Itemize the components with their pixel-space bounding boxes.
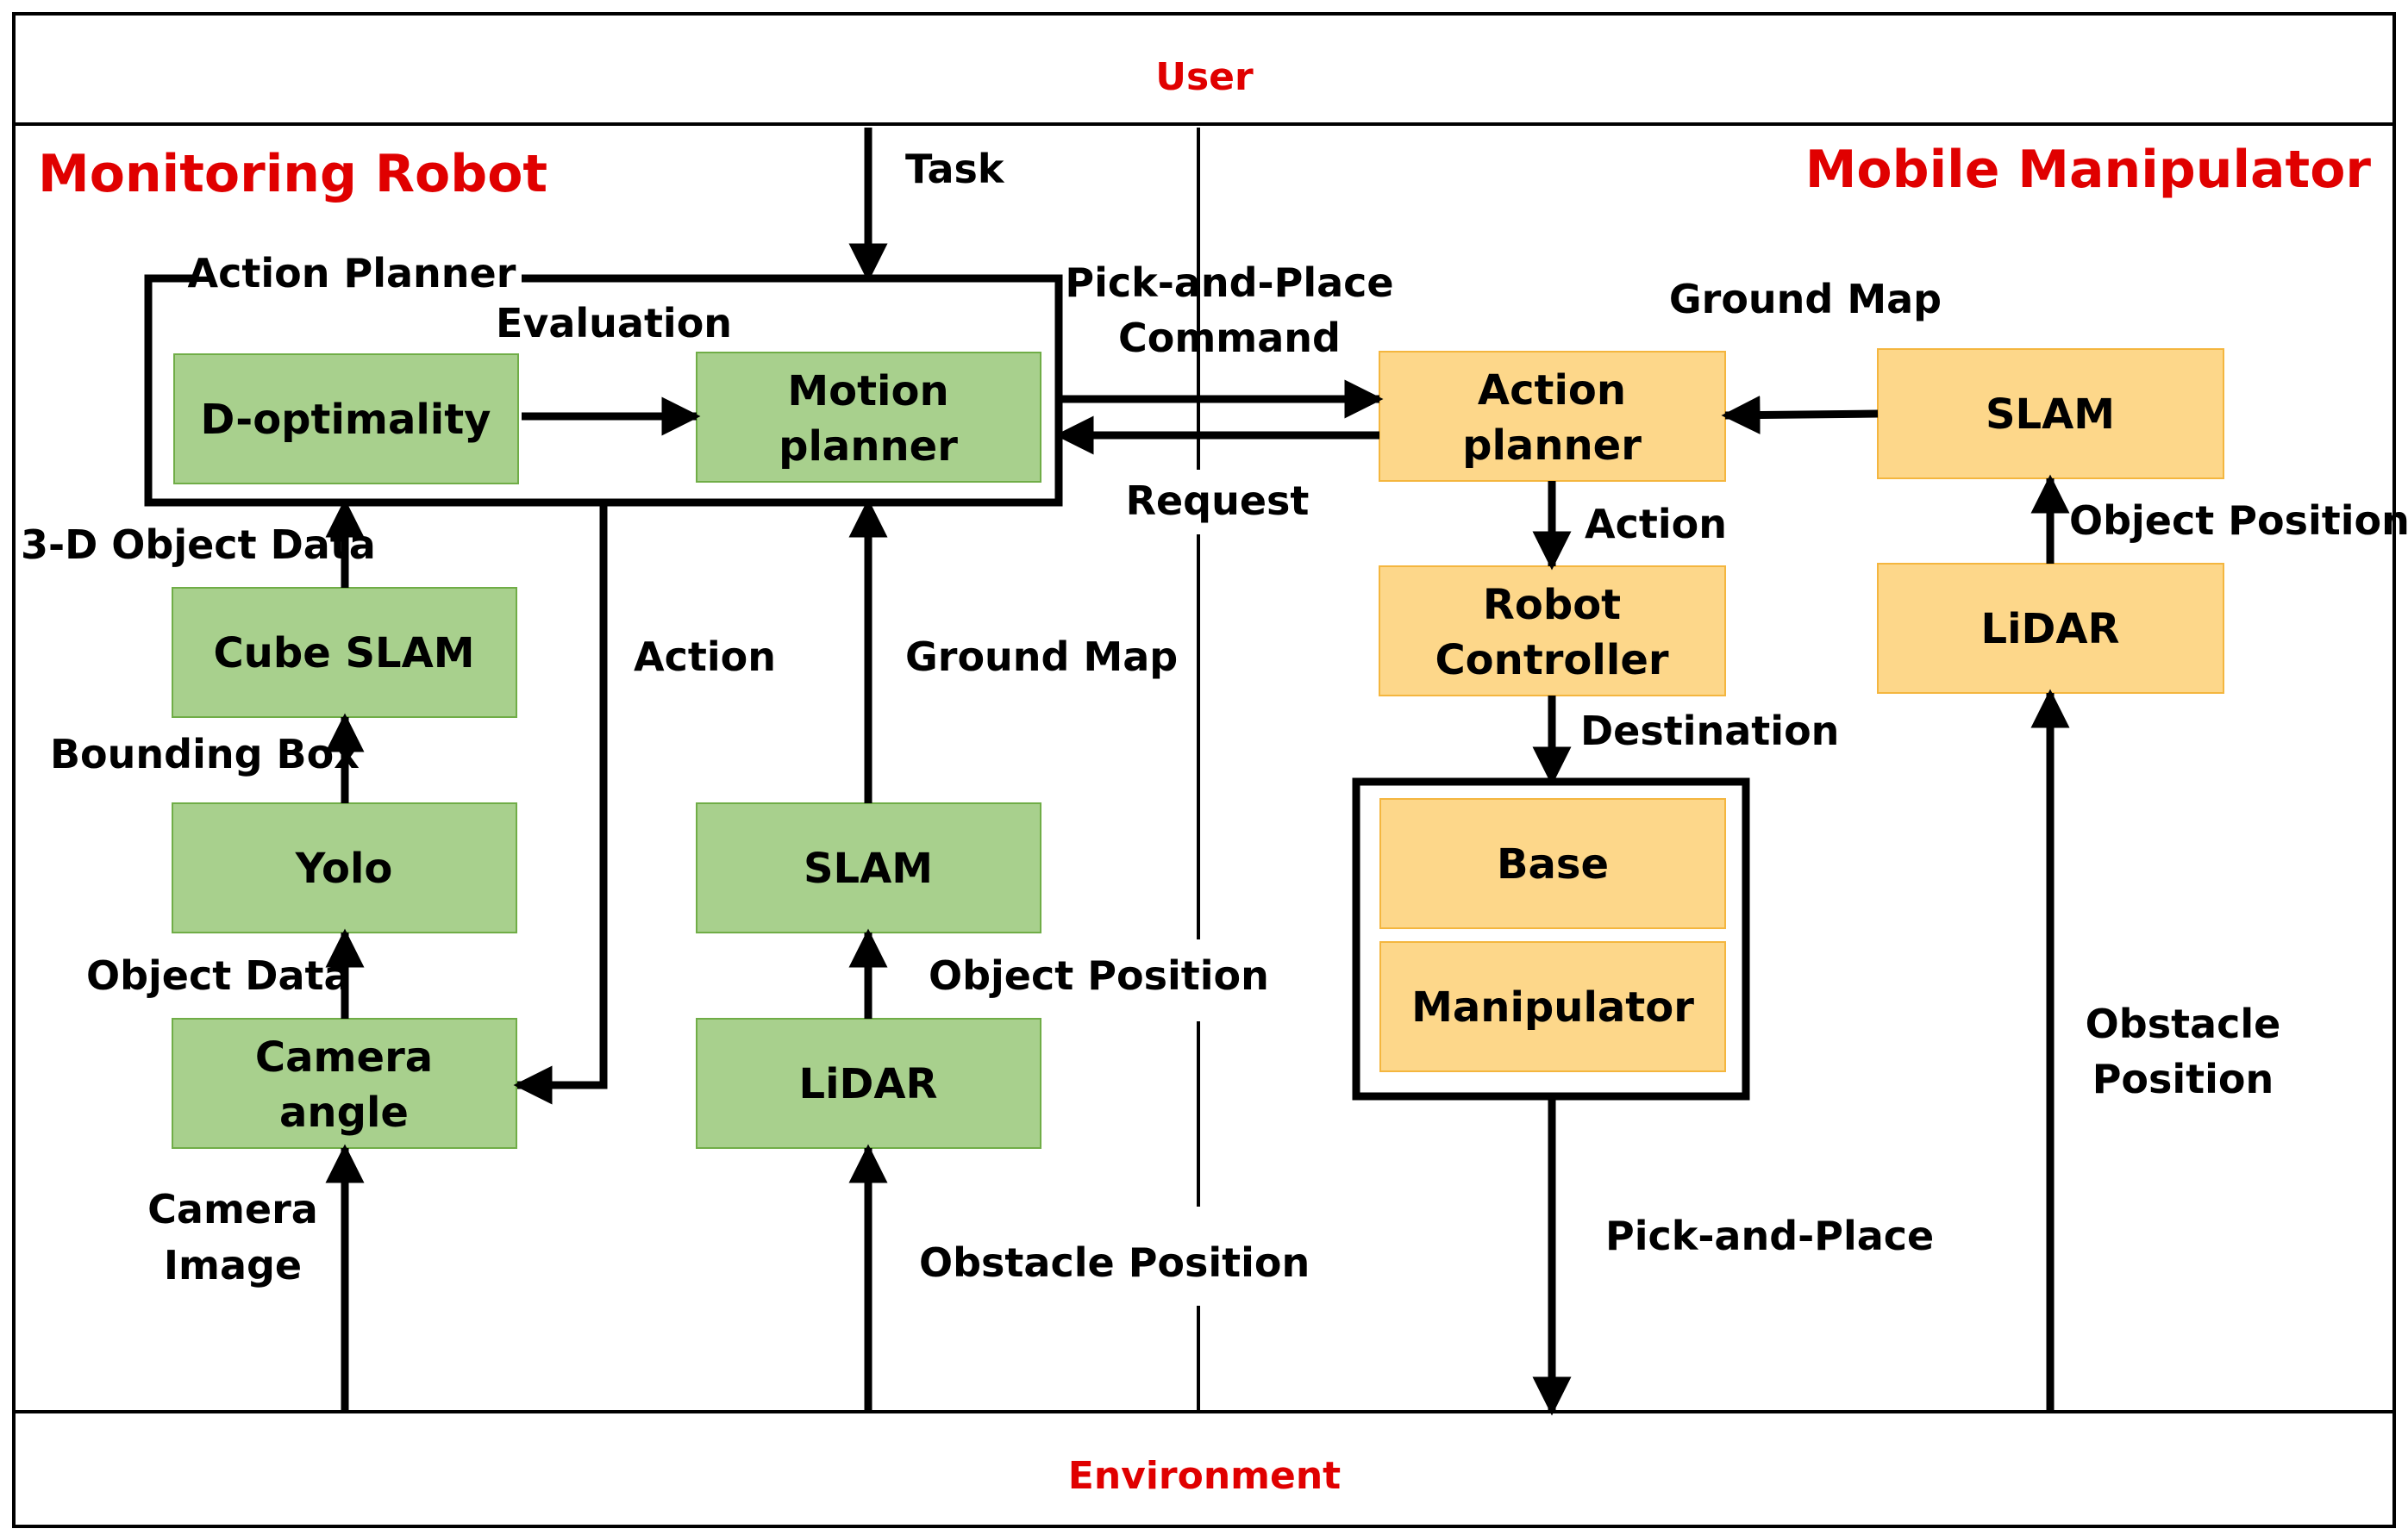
arrow-action-to-camera (513, 502, 608, 1105)
svg-text:SLAM: SLAM (804, 845, 933, 893)
section-title-mobile-manipulator: Mobile Manipulator (1805, 140, 2372, 200)
box-cube-slam: Cube SLAM (172, 587, 517, 718)
label-ground-map-left: Ground Map (905, 633, 1178, 680)
label-pick-place-command-2: Command (1118, 315, 1341, 361)
label-camera-image-2: Image (164, 1242, 302, 1289)
svg-text:Controller: Controller (1435, 636, 1668, 684)
box-slam-right: SLAM (1877, 348, 2224, 479)
label-object-position-left: Object Position (929, 952, 1269, 999)
label-pick-and-place: Pick-and-Place (1605, 1213, 1934, 1259)
svg-text:Cube SLAM: Cube SLAM (213, 629, 474, 677)
label-evaluation: Evaluation (496, 300, 732, 346)
label-obstacle-position-left: Obstacle Position (919, 1239, 1310, 1286)
label-ground-map-right: Ground Map (1669, 276, 1942, 322)
svg-text:angle: angle (279, 1089, 409, 1137)
user-header: User (1155, 55, 1254, 99)
svg-text:Camera: Camera (255, 1033, 433, 1082)
box-camera-angle: Camera angle (172, 1018, 517, 1149)
svg-text:SLAM: SLAM (1986, 390, 2115, 439)
action-planner-group-title: Action Planner (188, 250, 516, 296)
label-action-left: Action (634, 633, 776, 680)
label-task: Task (905, 146, 1005, 192)
box-base: Base (1379, 798, 1726, 929)
box-lidar-right: LiDAR (1877, 563, 2224, 694)
svg-text:planner: planner (1462, 421, 1642, 470)
svg-text:LiDAR: LiDAR (1981, 605, 2120, 653)
label-obstacle-position-right: Obstacle (2086, 1001, 2281, 1047)
svg-text:Yolo: Yolo (295, 845, 393, 893)
svg-text:LiDAR: LiDAR (799, 1060, 938, 1108)
svg-text:planner: planner (779, 422, 958, 471)
box-yolo: Yolo (172, 802, 517, 933)
label-request: Request (1126, 477, 1310, 524)
label-object-position-right: Object Position (2069, 497, 2408, 544)
label-pick-place-command: Pick-and-Place (1065, 259, 1393, 306)
label-object-data: Object Data (86, 952, 351, 999)
label-action-right: Action (1585, 501, 1727, 547)
label-bounding-box: Bounding Box (50, 731, 360, 777)
label-obstacle-position-right-2: Position (2092, 1056, 2274, 1102)
box-action-planner-right: Action planner (1379, 351, 1726, 482)
arrow-ground-map-right (1721, 396, 1879, 435)
svg-text:Base: Base (1497, 840, 1609, 889)
box-robot-controller: Robot Controller (1379, 565, 1726, 696)
svg-text:Motion: Motion (787, 367, 948, 415)
box-manipulator: Manipulator (1379, 941, 1726, 1072)
svg-text:D-optimality: D-optimality (201, 396, 491, 444)
label-destination: Destination (1580, 708, 1839, 754)
box-motion-planner: Motion planner (696, 352, 1041, 483)
section-title-monitoring-robot: Monitoring Robot (38, 144, 547, 204)
svg-text:Action: Action (1478, 366, 1626, 415)
label-3d-object-data: 3-D Object Data (21, 521, 376, 568)
svg-text:Manipulator: Manipulator (1411, 983, 1694, 1032)
environment-footer: Environment (1068, 1454, 1341, 1498)
label-camera-image: Camera (147, 1186, 318, 1232)
outer-frame (12, 12, 2396, 1528)
box-d-optimality: D-optimality (173, 353, 519, 484)
svg-text:Robot: Robot (1483, 581, 1621, 629)
box-slam-left: SLAM (696, 802, 1041, 933)
box-lidar-left: LiDAR (696, 1018, 1041, 1149)
